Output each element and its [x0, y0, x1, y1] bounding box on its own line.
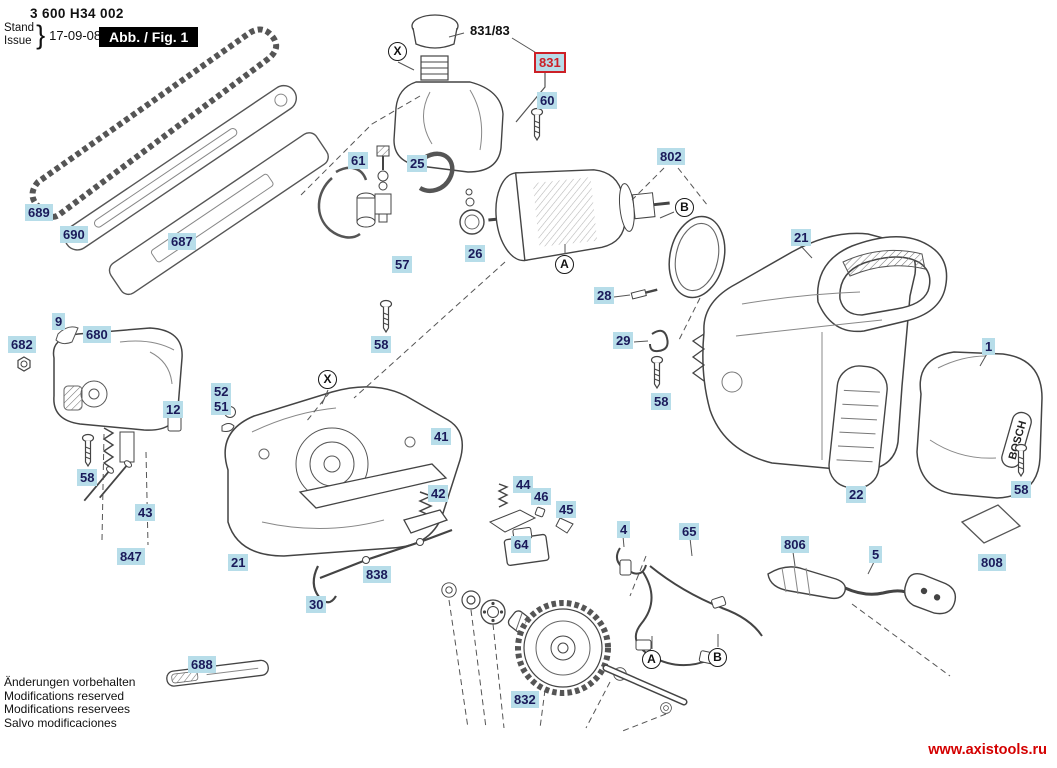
oil-tank-drawing — [393, 14, 504, 173]
construction-lines — [101, 32, 989, 733]
site-link[interactable]: www.axistools.ru — [928, 742, 1047, 758]
footer-note-line: Modifications reservees — [4, 702, 131, 716]
seal-ring-drawing — [459, 188, 485, 235]
guide-bar-drawing — [64, 84, 297, 251]
pin-drawing — [630, 288, 658, 300]
gear-assembly-drawing — [441, 582, 688, 714]
oil-valve-drawing — [374, 145, 392, 223]
linkage-drawing — [319, 528, 453, 580]
gasket-drawing — [668, 215, 726, 299]
stand-issue-block: Stand Issue } 17-09-08 — [4, 20, 102, 50]
footer-note-line: Modifications reserved — [4, 688, 125, 703]
combination-tool-drawing — [166, 659, 269, 687]
stand-label: Stand — [4, 22, 35, 34]
motor-cover-drawing: BOSCH — [916, 351, 1043, 499]
bar-cover-drawing — [108, 132, 329, 296]
clutch-cover-drawing — [224, 386, 463, 557]
brace-glyph: } — [36, 20, 46, 50]
document-number: 3 600 H34 002 — [30, 6, 124, 21]
footer-note-line: Salvo modificaciones — [4, 715, 117, 730]
footer-note-line: Änderungen vorbehalten — [4, 675, 136, 689]
chain-catcher-drawing — [312, 565, 337, 604]
sprocket-cover-drawing — [52, 327, 183, 431]
oil-hose-drawing — [418, 151, 455, 193]
cable-assembly-drawing — [616, 547, 957, 667]
baffle-plate-drawing — [298, 463, 448, 509]
rear-housing-drawing — [691, 232, 948, 472]
switch-parts-drawing — [488, 483, 574, 567]
issue-label: Issue — [4, 35, 32, 47]
nut-drawing — [17, 356, 31, 372]
clip-drawing — [649, 329, 669, 353]
pickup-assembly-drawing — [317, 166, 376, 239]
lock-lever-drawing — [403, 509, 449, 534]
issue-date: 17-09-08 — [49, 27, 102, 43]
chain-drawing — [29, 26, 280, 220]
figure-badge: Abb. / Fig. 1 — [99, 27, 199, 47]
label-plate-drawing — [960, 504, 1022, 544]
motor-drawing — [488, 169, 670, 262]
